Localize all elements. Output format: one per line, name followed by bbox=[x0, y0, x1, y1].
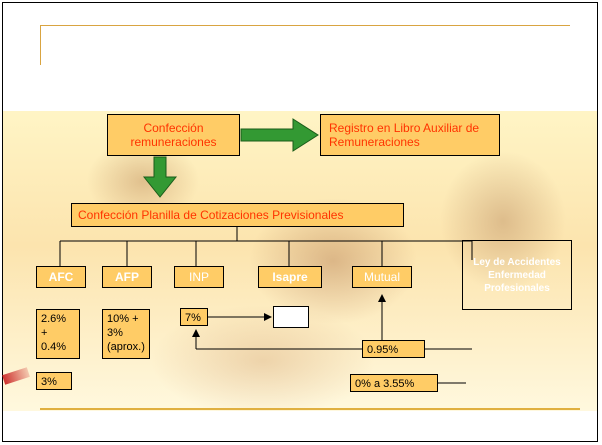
afp-rate-label: 10% + 3% (aprox.) bbox=[107, 313, 145, 353]
range-label: 0% a 3.55% bbox=[355, 378, 415, 390]
afc-rate-2-label: 3% bbox=[41, 376, 57, 388]
decorative-vertical-line bbox=[40, 25, 41, 65]
inp-label: INP bbox=[188, 270, 209, 284]
isapre-box: Isapre bbox=[258, 266, 322, 288]
mutual-rate-box: 0.95% bbox=[362, 340, 425, 358]
decorative-bottom-line bbox=[40, 408, 580, 410]
isapre-label: Isapre bbox=[272, 270, 308, 284]
confeccion-remuneraciones-box: Confección remuneraciones bbox=[107, 114, 240, 156]
mutual-rate-label: 0.95% bbox=[367, 344, 399, 356]
ley-accidentes-box: Ley de Accidentes Enfermedad Profesional… bbox=[462, 240, 572, 310]
inp-box: INP bbox=[174, 266, 224, 288]
registro-libro-label: Registro en Libro Auxiliar de Remuneraci… bbox=[329, 121, 480, 149]
afc-label: AFC bbox=[48, 270, 74, 284]
afp-rate-box: 10% + 3% (aprox.) bbox=[102, 309, 150, 359]
ley-accidentes-label: Ley de Accidentes Enfermedad Profesional… bbox=[473, 256, 561, 294]
inp-rate-box: 7% bbox=[180, 308, 208, 326]
afc-rate-box: 2.6% + 0.4% bbox=[36, 309, 80, 359]
mutual-label: Mutual bbox=[363, 270, 401, 284]
decorative-top-line bbox=[40, 25, 570, 26]
planilla-box: Confección Planilla de Cotizaciones Prev… bbox=[71, 203, 404, 227]
planilla-label: Confección Planilla de Cotizaciones Prev… bbox=[78, 208, 344, 222]
isapre-empty-box bbox=[273, 306, 309, 328]
afp-box: AFP bbox=[102, 266, 152, 288]
confeccion-remuneraciones-label: Confección remuneraciones bbox=[130, 121, 217, 149]
registro-libro-box: Registro en Libro Auxiliar de Remuneraci… bbox=[320, 114, 500, 156]
afc-rate-2-box: 3% bbox=[36, 372, 72, 390]
afc-rate-label: 2.6% + 0.4% bbox=[41, 313, 67, 353]
mutual-box: Mutual bbox=[352, 266, 412, 288]
inp-rate-label: 7% bbox=[185, 312, 201, 324]
afc-box: AFC bbox=[36, 266, 86, 288]
afp-label: AFP bbox=[115, 270, 139, 284]
background-photo bbox=[3, 111, 597, 411]
range-box: 0% a 3.55% bbox=[350, 374, 438, 392]
slide-frame bbox=[2, 2, 598, 442]
